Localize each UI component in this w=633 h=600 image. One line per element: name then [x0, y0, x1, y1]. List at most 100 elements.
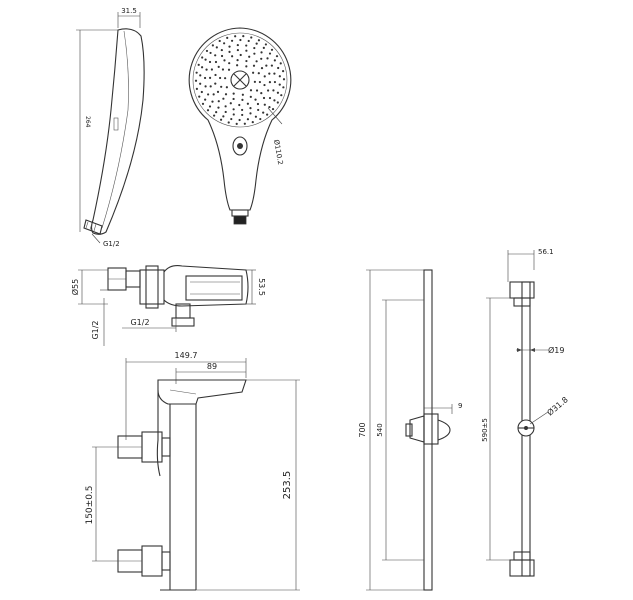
spray-nozzle	[251, 121, 254, 124]
spray-nozzle	[249, 112, 252, 115]
spray-nozzle	[258, 80, 261, 84]
spray-nozzle	[230, 39, 234, 42]
spray-nozzle	[220, 85, 223, 88]
handshower-side-view: 31.5 264 G1/2	[76, 7, 145, 248]
spray-nozzle	[224, 77, 227, 80]
spray-nozzle	[215, 111, 218, 114]
spray-nozzle	[236, 59, 239, 62]
spray-nozzle	[214, 60, 218, 64]
spray-nozzle	[219, 118, 223, 121]
spray-nozzle	[282, 70, 285, 73]
spray-nozzle	[199, 74, 202, 77]
spray-nozzle	[206, 109, 210, 112]
spray-nozzle	[198, 95, 201, 98]
spray-nozzle	[225, 86, 228, 89]
spray-nozzle	[245, 65, 248, 68]
spray-nozzle	[249, 107, 252, 110]
spray-nozzle	[280, 94, 283, 97]
spray-nozzle	[208, 76, 212, 79]
spray-nozzle	[253, 46, 256, 50]
spray-nozzle	[199, 82, 202, 85]
dim-rail-bracket-depth: 56.1	[538, 248, 554, 256]
spray-nozzle	[213, 114, 216, 117]
spray-nozzle	[241, 113, 244, 117]
spray-nozzle	[223, 42, 226, 45]
spray-nozzle	[201, 56, 204, 59]
spray-nozzle	[217, 65, 220, 68]
spray-nozzle	[205, 49, 209, 53]
spray-nozzle	[263, 75, 266, 78]
spray-nozzle	[222, 115, 225, 118]
spray-nozzle	[217, 106, 220, 109]
spray-nozzle	[282, 78, 286, 81]
spray-nozzle	[265, 64, 268, 67]
spray-nozzle	[254, 98, 257, 101]
dim-mixer-inlet-thread: G1/2	[91, 320, 100, 339]
spray-nozzle	[273, 99, 276, 102]
spray-nozzle	[268, 72, 271, 75]
spray-nozzle	[235, 122, 238, 125]
spray-nozzle	[249, 89, 253, 92]
spray-nozzle	[273, 80, 277, 84]
handshower-front-view: Ø110.2	[188, 27, 292, 225]
spray-nozzle	[268, 105, 271, 109]
spray-nozzle	[207, 93, 210, 96]
spray-nozzle	[210, 68, 213, 71]
dim-mixer-outlet-thread: G1/2	[130, 318, 149, 327]
spray-nozzle	[239, 38, 242, 42]
dim-rail-slider-depth: 9	[458, 402, 462, 410]
spray-nozzle	[257, 108, 260, 112]
spray-nozzle	[236, 48, 239, 52]
spray-nozzle	[219, 76, 222, 80]
spray-nozzle	[211, 44, 214, 47]
spray-nozzle	[266, 57, 269, 60]
spray-nozzle	[278, 83, 281, 86]
spray-nozzle	[279, 62, 282, 65]
spray-nozzle	[200, 90, 203, 94]
spray-nozzle	[267, 89, 270, 92]
spray-nozzle	[243, 122, 246, 125]
spray-nozzle	[262, 111, 265, 114]
spray-nozzle	[200, 66, 204, 69]
spray-nozzle	[262, 46, 265, 49]
spray-nozzle	[224, 93, 228, 96]
spray-nozzle	[252, 71, 255, 74]
spray-nozzle	[260, 51, 263, 54]
spray-nozzle	[236, 43, 239, 47]
spray-nozzle	[232, 97, 235, 101]
spray-nozzle	[222, 97, 225, 100]
spray-nozzle	[204, 85, 207, 88]
spray-nozzle	[278, 75, 281, 78]
spray-nozzle	[275, 55, 279, 58]
dim-handshower-face-diameter: Ø110.2	[272, 139, 284, 166]
spray-nozzle	[201, 102, 205, 105]
dim-handshower-thickness: 31.5	[121, 7, 137, 15]
spray-nozzle	[227, 121, 230, 124]
spray-nozzle	[260, 57, 263, 60]
spray-nozzle	[212, 93, 215, 96]
spray-nozzle	[239, 53, 242, 57]
spray-nozzle	[271, 107, 275, 111]
spray-nozzle	[230, 117, 233, 121]
spray-nozzle	[255, 60, 258, 63]
spray-nozzle	[248, 55, 251, 58]
spray-nozzle	[208, 60, 212, 64]
spray-nozzle	[268, 96, 272, 100]
spray-nozzle	[205, 68, 208, 71]
spray-nozzle	[228, 50, 231, 53]
spray-nozzle	[220, 54, 224, 58]
spray-nozzle	[232, 92, 235, 95]
spray-nozzle	[242, 35, 245, 38]
spray-nozzle	[263, 83, 266, 87]
spray-nozzle	[221, 68, 225, 71]
spray-nozzle	[216, 90, 220, 93]
spray-nozzle	[253, 80, 256, 83]
spray-nozzle	[266, 113, 269, 116]
spray-nozzle	[241, 98, 244, 101]
spray-nozzle	[247, 39, 250, 43]
dim-rail-total-length: 700	[358, 422, 367, 437]
spray-nozzle	[273, 59, 276, 62]
spray-nozzle	[259, 117, 262, 121]
spray-nozzle	[220, 48, 223, 52]
spray-nozzle	[218, 39, 221, 43]
